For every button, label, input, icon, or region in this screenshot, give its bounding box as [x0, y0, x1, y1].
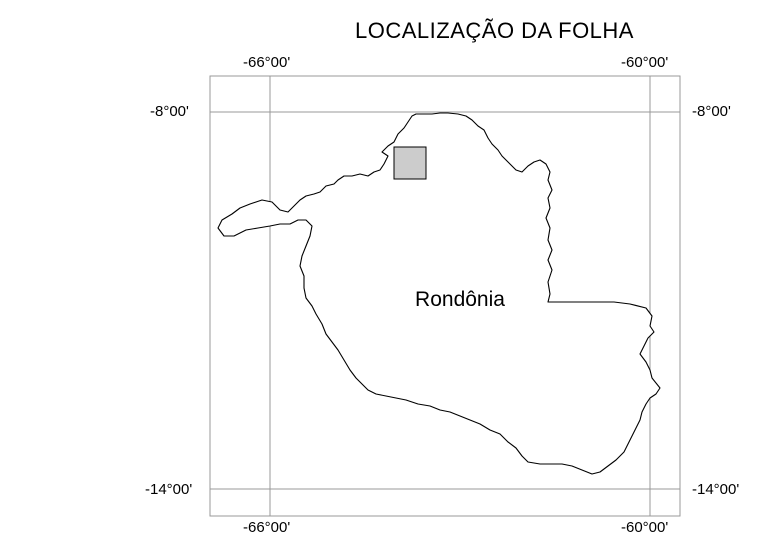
state-name-label: Rondônia [415, 288, 505, 311]
right-top-latitude-label: -8°00' [692, 103, 731, 120]
rondonia-state-outline [217, 112, 661, 475]
left-bottom-latitude-label: -14°00' [145, 481, 193, 498]
bottom-right-longitude-label: -60°00' [621, 519, 669, 536]
top-right-longitude-label: -60°00' [621, 54, 669, 71]
sheet-location-marker [393, 146, 427, 180]
bottom-left-longitude-label: -66°00' [243, 519, 291, 536]
map-title: LOCALIZAÇÃO DA FOLHA [355, 18, 634, 43]
map-frame [209, 75, 681, 517]
right-bottom-latitude-label: -14°00' [692, 481, 740, 498]
left-top-latitude-label: -8°00' [150, 103, 189, 120]
top-left-longitude-label: -66°00' [243, 54, 291, 71]
